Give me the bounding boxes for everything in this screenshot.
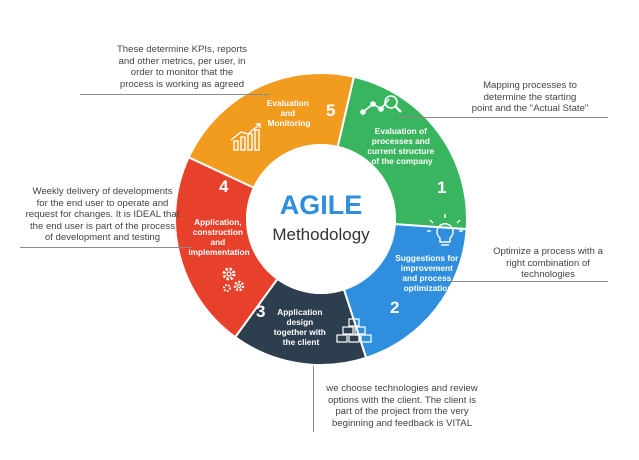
segment-2-number: 2	[390, 298, 399, 317]
note-right: Optimize a process with a right combinat…	[493, 246, 603, 281]
leader-right	[448, 281, 608, 282]
leader-top-left	[80, 94, 270, 95]
center-title: AGILE	[280, 190, 363, 220]
segment-2-label: Suggestions for improvement and process …	[395, 253, 460, 293]
segment-3-label: Application design together with the cli…	[274, 307, 328, 347]
segment-5-label: Evaluation and Monitoring	[267, 98, 311, 128]
segment-1-number: 1	[437, 178, 446, 197]
segment-4-label: Application, construction and implementa…	[188, 217, 249, 257]
note-top-right: Mapping processes to determine the start…	[471, 80, 589, 115]
segment-5-number: 5	[326, 101, 335, 120]
segment-4-number: 4	[219, 177, 229, 196]
center-circle	[246, 144, 396, 294]
note-left: Weekly delivery of developments for the …	[25, 186, 180, 244]
segment-1-label: Evaluation of processes and current stru…	[367, 126, 436, 166]
center-subtitle: Methodology	[272, 225, 370, 244]
leader-top-right	[398, 117, 608, 118]
lightbulb-icon	[427, 214, 463, 246]
segment-3-number: 3	[256, 302, 265, 321]
note-top-left: These determine KPIs, reports and other …	[116, 44, 248, 90]
brick-blocks-icon	[336, 318, 372, 343]
gears-icon	[222, 267, 245, 292]
bar-chart-icon	[230, 123, 261, 151]
magnifier-chart-icon	[360, 95, 402, 115]
leader-bottom	[313, 366, 314, 432]
note-bottom: we choose technologies and review option…	[326, 383, 478, 429]
leader-left	[20, 247, 192, 248]
